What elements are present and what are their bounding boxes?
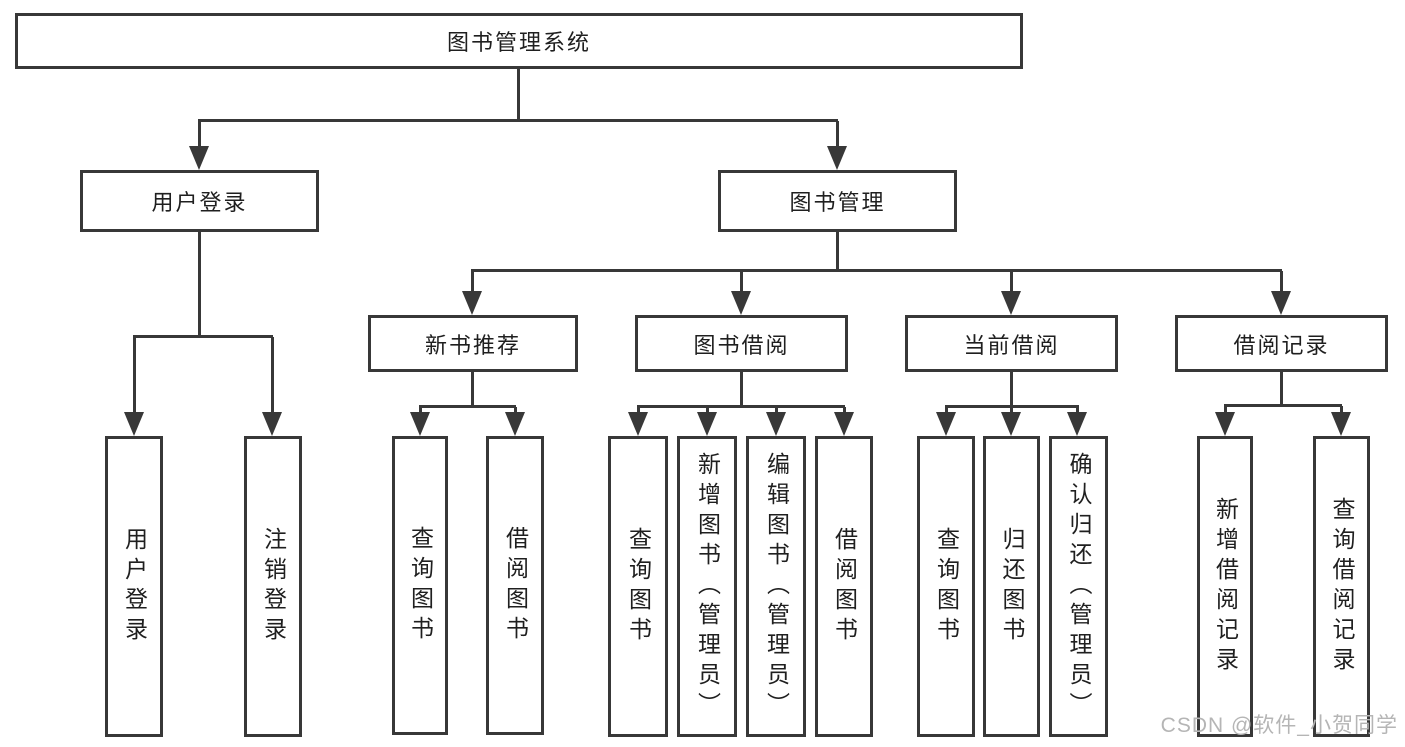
connector-line [1280, 271, 1283, 293]
arrowhead-down [697, 412, 717, 436]
leaf-query-borrow-record: 查询借阅记录 [1313, 436, 1370, 737]
node-library-management-system: 图书管理系统 [15, 13, 1023, 69]
arrowhead-down [1001, 291, 1021, 315]
connector-line [198, 119, 838, 122]
leaf-borrow-books: 借阅图书 [815, 436, 873, 737]
connector-line [1010, 372, 1013, 408]
leaf-query-books-recommend: 查询图书 [392, 436, 448, 735]
arrowhead-down [505, 412, 525, 436]
connector-line [1076, 407, 1079, 415]
arrowhead-down [124, 412, 144, 436]
arrowhead-down [1215, 412, 1235, 436]
connector-line [514, 407, 517, 415]
arrowhead-down [462, 291, 482, 315]
connector-line [637, 405, 845, 408]
connector-line [836, 232, 839, 271]
leaf-query-books-current: 查询图书 [917, 436, 975, 737]
leaf-user-login: 用户登录 [105, 436, 163, 737]
arrowhead-down [827, 146, 847, 170]
leaf-edit-book-admin: 编辑图书（管理员） [746, 436, 806, 737]
connector-line [740, 372, 743, 408]
node-new-book-recommend: 新书推荐 [368, 315, 578, 372]
connector-line [945, 407, 948, 415]
node-book-management: 图书管理 [718, 170, 957, 232]
arrowhead-down [1001, 412, 1021, 436]
arrowhead-down [410, 412, 430, 436]
node-borrow-records: 借阅记录 [1175, 315, 1388, 372]
leaf-add-borrow-record: 新增借阅记录 [1197, 436, 1253, 737]
node-book-borrow: 图书借阅 [635, 315, 848, 372]
leaf-add-book-admin: 新增图书（管理员） [677, 436, 737, 737]
connector-line [271, 337, 274, 414]
connector-line [775, 407, 778, 415]
connector-line [471, 269, 1282, 272]
connector-line [419, 405, 516, 408]
connector-line [198, 121, 201, 148]
leaf-return-book: 归还图书 [983, 436, 1040, 737]
leaf-query-books-borrow: 查询图书 [608, 436, 668, 737]
arrowhead-down [1067, 412, 1087, 436]
connector-line [419, 407, 422, 415]
arrowhead-down [766, 412, 786, 436]
connector-line [843, 407, 846, 415]
arrowhead-down [628, 412, 648, 436]
arrowhead-down [1271, 291, 1291, 315]
connector-line [637, 407, 640, 415]
csdn-watermark: CSDN @软件_小贺同学 [1160, 714, 1398, 737]
leaf-confirm-return-admin: 确认归还（管理员） [1049, 436, 1108, 737]
connector-line [740, 271, 743, 293]
connector-line [1010, 271, 1013, 293]
arrowhead-down [262, 412, 282, 436]
node-current-borrow: 当前借阅 [905, 315, 1118, 372]
connector-line [1010, 407, 1013, 415]
connector-line [945, 405, 1079, 408]
connector-line [706, 407, 709, 415]
arrowhead-down [731, 291, 751, 315]
leaf-logout: 注销登录 [244, 436, 302, 737]
connector-line [471, 271, 474, 293]
node-user-login: 用户登录 [80, 170, 319, 232]
connector-line [1280, 372, 1283, 407]
arrowhead-down [189, 146, 209, 170]
connector-line [517, 69, 520, 122]
arrowhead-down [1331, 412, 1351, 436]
connector-line [471, 372, 474, 408]
connector-line [133, 337, 136, 414]
connector-line [198, 232, 201, 338]
connector-line [1340, 406, 1343, 415]
connector-line [133, 335, 273, 338]
arrowhead-down [834, 412, 854, 436]
connector-line [1224, 404, 1342, 407]
leaf-borrow-books-recommend: 借阅图书 [486, 436, 544, 735]
connector-line [836, 121, 839, 148]
connector-line [1224, 406, 1227, 415]
arrowhead-down [936, 412, 956, 436]
